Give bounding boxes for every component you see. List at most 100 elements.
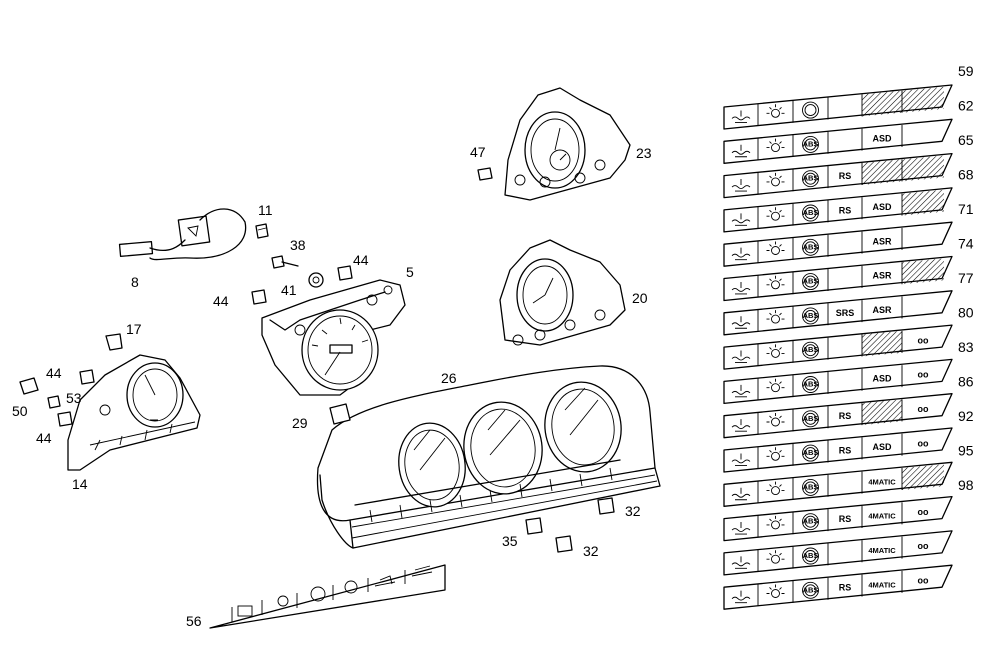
abs-label: ABS bbox=[803, 345, 819, 354]
bulb-socket-50 bbox=[19, 377, 39, 395]
fluid-level-icon bbox=[731, 556, 751, 569]
fluid-level-icon bbox=[731, 590, 751, 604]
hatched-slot bbox=[862, 330, 902, 357]
abs-icon bbox=[802, 135, 819, 153]
switch-with-cable bbox=[118, 208, 247, 261]
callout-50: 50 bbox=[12, 403, 28, 419]
fluid-level-icon bbox=[731, 179, 751, 192]
callout-20: 20 bbox=[632, 290, 648, 306]
callout-29: 29 bbox=[292, 415, 308, 431]
strip-number: 92 bbox=[958, 408, 974, 424]
strip-label: oo bbox=[918, 335, 929, 345]
bulb-warning-icon bbox=[771, 246, 780, 255]
bulb-warning-icon bbox=[771, 108, 780, 118]
hatched-slot bbox=[902, 464, 944, 491]
fluid-level-icon bbox=[731, 247, 751, 261]
strip-label: oo bbox=[918, 576, 929, 586]
abs-icon bbox=[802, 547, 819, 565]
hatched-slot bbox=[862, 90, 902, 117]
hatched-slot bbox=[862, 159, 902, 185]
washer-41 bbox=[308, 272, 324, 288]
hatched-slot bbox=[902, 86, 944, 113]
bulb-53 bbox=[47, 395, 61, 409]
strip-label: SRS bbox=[836, 308, 855, 318]
abs-label: ABS bbox=[803, 208, 819, 217]
abs-label: ABS bbox=[803, 517, 819, 526]
bulb-47 bbox=[477, 167, 493, 181]
bulb-socket-44-upper bbox=[337, 265, 353, 281]
strip-label: 4MATIC bbox=[868, 580, 896, 589]
abs-icon bbox=[802, 341, 819, 359]
strip-outline bbox=[723, 290, 953, 336]
strip-number: 95 bbox=[958, 443, 974, 459]
abs-icon bbox=[802, 307, 819, 325]
bulb-socket-32-upper bbox=[597, 497, 615, 515]
strip-number: 74 bbox=[958, 236, 974, 252]
bulb-socket-44-left bbox=[251, 289, 267, 305]
callout-38: 38 bbox=[290, 237, 306, 253]
fluid-level-icon bbox=[731, 384, 751, 398]
fluid-level-icon bbox=[731, 316, 751, 329]
bulb-warning-icon bbox=[771, 451, 780, 461]
fluid-level-icon bbox=[731, 281, 751, 295]
hatched-slot bbox=[902, 155, 944, 182]
bulb-warning-icon bbox=[771, 314, 780, 324]
strip-label: ASR bbox=[872, 236, 892, 246]
strip-label: RS bbox=[839, 205, 852, 215]
strip-number: 62 bbox=[958, 98, 974, 114]
strip-label: ASD bbox=[872, 442, 892, 452]
strip-label: RS bbox=[839, 514, 852, 524]
indicator-strip-stack: ABS ASD ABS RS ABS RS ASD ABS ASR ABS ASR ABS SRS ASR… bbox=[723, 84, 953, 610]
hatched-slot bbox=[902, 258, 944, 285]
abs-icon bbox=[802, 170, 819, 188]
strip-label: ASD bbox=[872, 133, 892, 143]
abs-label: ABS bbox=[803, 414, 819, 423]
indicator-strip: ABS SRS ASR bbox=[723, 290, 953, 336]
bulb-warning-icon bbox=[771, 417, 780, 427]
strip-label: ASR bbox=[872, 305, 892, 315]
strip-outline bbox=[723, 118, 953, 164]
indicator-strip: ABS oo bbox=[723, 324, 953, 370]
indicator-strip bbox=[723, 84, 953, 130]
callout-56: 56 bbox=[186, 613, 202, 629]
abs-icon bbox=[802, 581, 819, 599]
abs-icon bbox=[802, 410, 819, 428]
fluid-level-icon bbox=[731, 453, 751, 466]
bulb-socket-11 bbox=[255, 223, 269, 239]
clock-gauge bbox=[499, 239, 626, 346]
abs-label: ABS bbox=[803, 277, 819, 286]
callout-44-d: 44 bbox=[36, 430, 52, 446]
callout-41: 41 bbox=[281, 282, 297, 298]
indicator-strip: ABS ASR bbox=[723, 255, 953, 302]
indicator-strip: ABS ASR bbox=[723, 221, 953, 267]
strip-label: 4MATIC bbox=[868, 546, 896, 555]
callout-14: 14 bbox=[72, 476, 88, 492]
abs-label: ABS bbox=[803, 311, 819, 320]
abs-label: ABS bbox=[803, 585, 819, 594]
strip-outline bbox=[723, 358, 953, 405]
strip-number: 98 bbox=[958, 477, 974, 493]
strip-number: 83 bbox=[958, 339, 974, 355]
abs-label: ABS bbox=[803, 139, 819, 148]
fluid-level-icon bbox=[731, 522, 751, 535]
strip-outline bbox=[723, 564, 953, 610]
abs-label: ABS bbox=[803, 242, 819, 251]
abs-icon bbox=[802, 376, 819, 393]
strip-label: ASR bbox=[872, 271, 892, 281]
abs-label: ABS bbox=[803, 448, 819, 457]
abs-icon bbox=[802, 444, 819, 462]
abs-label: ABS bbox=[803, 551, 819, 560]
strip-number: 71 bbox=[958, 201, 974, 217]
strip-outline bbox=[723, 495, 953, 542]
strip-number: 77 bbox=[958, 270, 974, 286]
bulb-warning-icon bbox=[771, 280, 780, 290]
bulb-warning-icon bbox=[771, 589, 780, 598]
warning-symbol-strip bbox=[209, 564, 446, 629]
strip-label: oo bbox=[918, 370, 929, 380]
fluid-level-icon bbox=[731, 487, 751, 501]
